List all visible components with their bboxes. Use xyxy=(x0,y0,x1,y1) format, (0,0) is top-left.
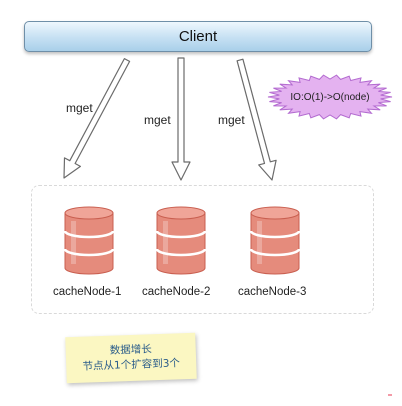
database-icon-3 xyxy=(249,206,301,275)
badge-shape xyxy=(267,74,393,120)
node-label-2: cacheNode-2 xyxy=(142,286,211,298)
badge-cloud xyxy=(267,74,393,120)
badge-text: IO:O(1)->O(node) xyxy=(290,91,370,103)
sticky-note: 数据增长 节点从1个扩容到3个 xyxy=(65,332,197,384)
corner-mark xyxy=(388,394,392,396)
node-label-3: cacheNode-3 xyxy=(238,286,307,298)
client-box: Client xyxy=(24,21,372,52)
edge-label-2: mget xyxy=(144,113,171,127)
cache-cluster-boundary xyxy=(31,185,374,314)
client-label: Client xyxy=(178,28,218,45)
arrow-1 xyxy=(63,57,131,179)
arrow-2 xyxy=(171,57,191,181)
database-icon-1 xyxy=(63,206,115,275)
edge-label-1: mget xyxy=(66,101,93,115)
note-line-2: 节点从1个扩容到3个 xyxy=(82,357,181,373)
database-icon-2 xyxy=(155,206,207,275)
edge-label-3: mget xyxy=(218,113,245,127)
note-line-1: 数据增长 xyxy=(109,343,152,357)
node-label-1: cacheNode-1 xyxy=(53,286,122,298)
arrow-3 xyxy=(236,58,277,181)
